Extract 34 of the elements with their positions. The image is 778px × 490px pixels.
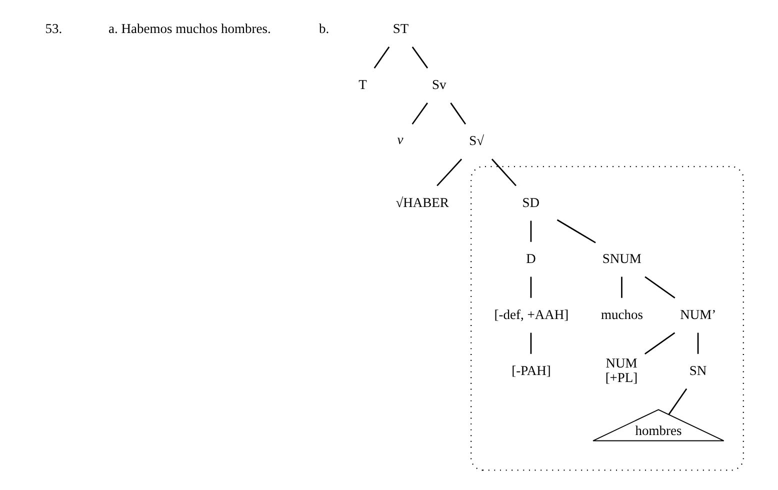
cluster	[470, 166, 744, 471]
node-text: NUM [+PL]	[604, 356, 638, 386]
node-text: SNUM	[602, 250, 641, 266]
node-text: muchos	[600, 306, 642, 322]
node-text: T	[358, 77, 366, 92]
node-text: S√	[468, 133, 484, 148]
label: a. Habemos muchos hombres.	[108, 21, 270, 36]
node-text: √HABER	[395, 194, 448, 210]
node-text: D	[526, 250, 536, 266]
connector	[644, 276, 675, 298]
node-text: ST	[392, 21, 408, 36]
connector	[620, 276, 622, 298]
connector	[490, 158, 516, 186]
connector	[556, 219, 596, 244]
connector	[373, 46, 390, 68]
connector	[450, 102, 466, 124]
connector	[696, 332, 698, 354]
node-text: NUM’	[680, 306, 716, 322]
node-text: Sv	[431, 77, 446, 92]
node-text: [-def, +AAH]	[494, 306, 568, 322]
connector	[668, 388, 687, 415]
node-text: [-PAH]	[511, 362, 550, 378]
connector	[411, 46, 428, 68]
node-text: SN	[688, 362, 706, 378]
connector	[530, 220, 532, 242]
connector	[530, 332, 532, 354]
connector	[644, 332, 675, 354]
node-text: SD	[522, 194, 540, 210]
node-text: v	[396, 132, 403, 148]
connector	[411, 102, 428, 124]
connector	[530, 276, 532, 298]
label: 53.	[44, 21, 62, 36]
connector	[436, 158, 462, 186]
label: b.	[318, 21, 329, 36]
